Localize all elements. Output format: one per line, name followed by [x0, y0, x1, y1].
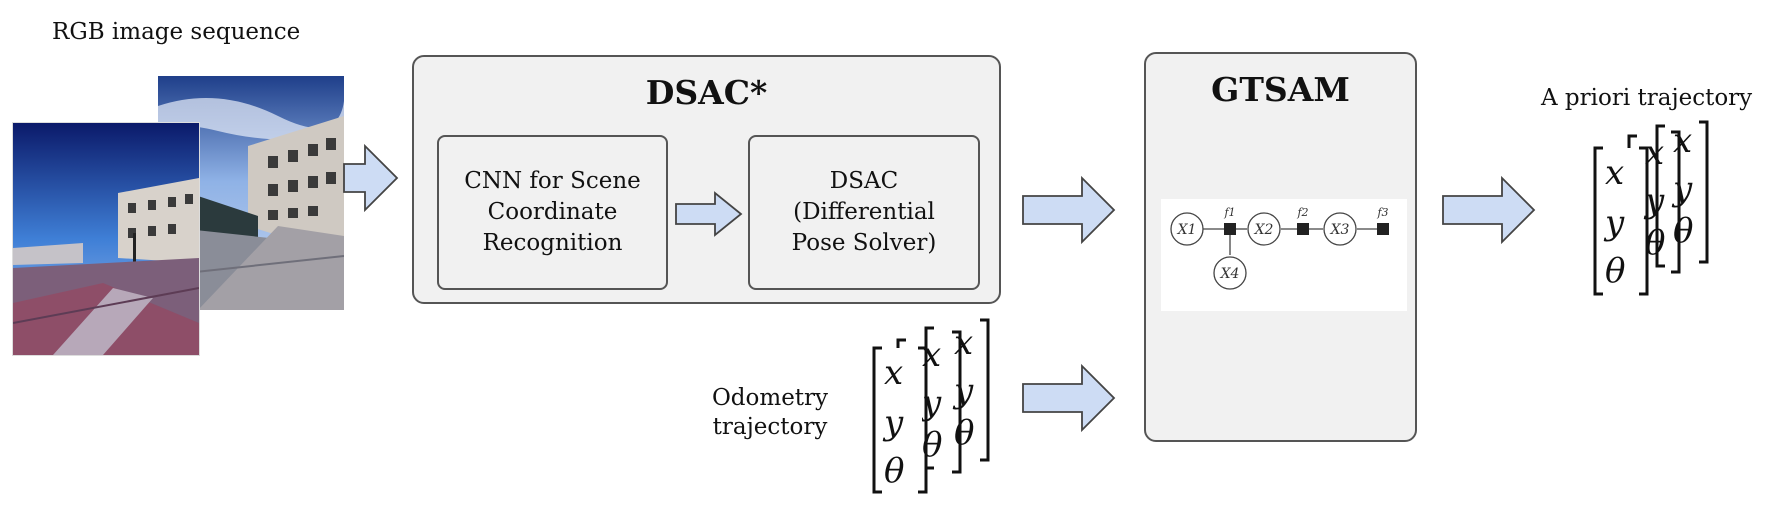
x1-label: X1 — [1177, 222, 1197, 238]
factor-node-f2 — [1297, 223, 1309, 235]
f2-label: f2 — [1296, 206, 1308, 219]
cnn-line-1: CNN for Scene — [464, 167, 641, 194]
vec-front-theta: θ — [884, 451, 904, 491]
image-frame-back — [158, 76, 344, 310]
variable-node-x3 — [1323, 212, 1357, 246]
x2-label: X2 — [1254, 222, 1274, 238]
x4-label: X4 — [1220, 266, 1240, 282]
odometry-vector-stack: x y θ x y θ x y θ — [872, 318, 990, 494]
arrow-odometry-to-gtsam — [1022, 363, 1116, 433]
gtsam-module: GTSAM X1 X2 X3 X4 f1 — [1144, 52, 1417, 442]
cnn-line-2: Coordinate — [487, 198, 618, 225]
out-mid-theta: θ — [1645, 223, 1665, 263]
vec-front-y: y — [882, 403, 904, 443]
out-back-theta: θ — [1673, 211, 1693, 251]
odometry-line-1: Odometry — [711, 385, 829, 411]
solver-line-3: Pose Solver) — [791, 230, 937, 257]
out-front-y: y — [1603, 203, 1625, 243]
gtsam-title: GTSAM — [1211, 70, 1350, 109]
f3-label: f3 — [1376, 206, 1388, 219]
odometry-label: Odometry trajectory — [708, 384, 832, 442]
variable-node-x2 — [1247, 212, 1281, 246]
cnn-line-3: Recognition — [482, 230, 623, 257]
x3-label: X3 — [1330, 222, 1350, 238]
out-front-theta: θ — [1605, 251, 1625, 291]
a-priori-title: A priori trajectory — [1541, 85, 1753, 111]
out-back-y: y — [1671, 169, 1693, 209]
variable-node-x4 — [1213, 256, 1247, 290]
dsac-pose-solver-box: DSAC (Differential Pose Solver) — [748, 135, 980, 290]
arrow-gtsam-to-output — [1442, 175, 1536, 245]
factor-node-f1 — [1224, 223, 1236, 235]
arrow-dsac-to-gtsam — [1022, 175, 1116, 245]
odometry-vector-front: x y θ — [872, 346, 928, 494]
factor-graph: X1 X2 X3 X4 f1 f2 f3 — [1161, 199, 1407, 311]
vec-front-x: x — [884, 353, 903, 393]
odometry-line-2: trajectory — [712, 413, 828, 440]
out-mid-x: x — [1645, 133, 1664, 173]
dsac-module: DSAC* CNN for Scene Coordinate Recogniti… — [412, 55, 1001, 304]
vec-back-y: y — [952, 371, 974, 411]
factor-node-f3 — [1377, 223, 1389, 235]
cnn-scene-coordinate-box: CNN for Scene Coordinate Recognition — [437, 135, 668, 290]
a-priori-vector-front: x y θ — [1593, 146, 1649, 296]
vec-mid-y: y — [920, 383, 942, 423]
image-frame-front — [12, 122, 200, 356]
rgb-sequence-title: RGB image sequence — [52, 19, 301, 45]
dsac-title: DSAC* — [645, 73, 768, 112]
solver-line-2: (Differential — [793, 198, 935, 225]
vec-back-x: x — [954, 323, 973, 363]
out-front-x: x — [1605, 153, 1624, 193]
vec-back-theta: θ — [954, 413, 974, 453]
arrow-images-to-dsac — [343, 143, 399, 213]
f1-label: f1 — [1223, 206, 1235, 219]
a-priori-vector-stack: x y θ x y θ x y θ — [1593, 120, 1709, 296]
out-back-x: x — [1673, 121, 1692, 161]
solver-line-1: DSAC — [829, 167, 899, 194]
arrow-cnn-to-solver — [675, 191, 743, 237]
variable-node-x1 — [1170, 212, 1204, 246]
